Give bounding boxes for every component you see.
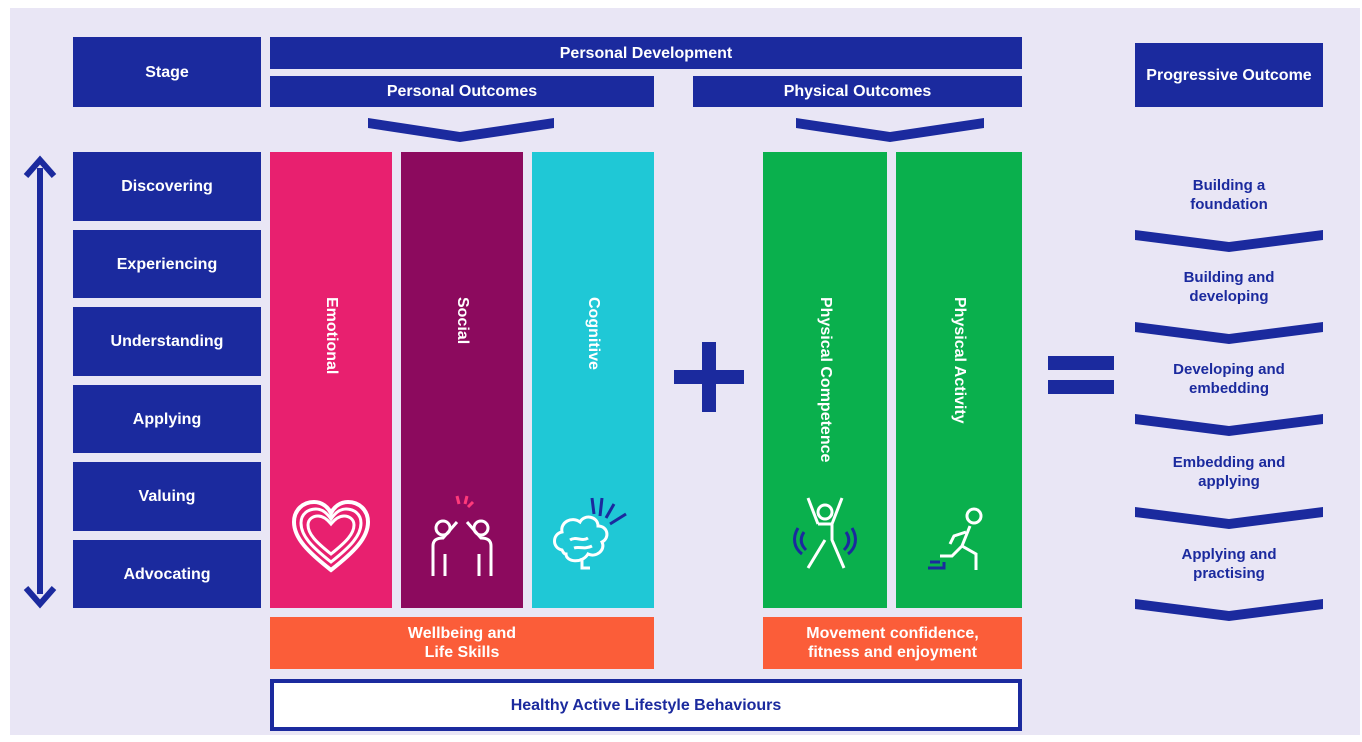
jumping-person-icon — [793, 497, 857, 569]
column-physical-competence: Physical Competence — [763, 152, 887, 608]
column-cognitive-label: Cognitive — [585, 297, 602, 370]
stage-discovering: Discovering — [73, 152, 261, 221]
progressive-chevron-2 — [1135, 322, 1323, 344]
stage-valuing: Valuing — [73, 462, 261, 531]
progressive-outcome-2: Building and developing — [1183, 269, 1275, 305]
column-cognitive: Cognitive — [532, 152, 654, 608]
column-emotional-label: Emotional — [323, 297, 340, 375]
stage-advocating: Advocating — [73, 540, 261, 608]
column-emotional: Emotional — [270, 152, 392, 608]
physical-outcomes-header: Physical Outcomes — [693, 76, 1022, 107]
personal-development-header: Personal Development — [270, 37, 1022, 69]
healthy-lifestyle-bar: Healthy Active Lifestyle Behaviours — [270, 679, 1022, 731]
physical-chevron — [796, 118, 984, 142]
heart-icon — [291, 499, 371, 573]
stage-understanding: Understanding — [73, 307, 261, 376]
column-physical-activity: Physical Activity — [896, 152, 1022, 608]
personal-outcomes-header: Personal Outcomes — [270, 76, 654, 107]
progressive-outcome-header: Progressive Outcome — [1135, 43, 1323, 107]
movement-footer: Movement confidence, fitness and enjoyme… — [763, 617, 1022, 669]
stage-applying: Applying — [73, 385, 261, 453]
progressive-chevron-3 — [1135, 414, 1323, 436]
brain-icon — [553, 497, 627, 570]
column-social: Social — [401, 152, 523, 608]
progressive-chevron-4 — [1135, 507, 1323, 529]
wellbeing-footer: Wellbeing and Life Skills — [270, 617, 654, 669]
progressive-chevron-1 — [1135, 230, 1323, 252]
column-physical-competence-label: Physical Competence — [817, 297, 834, 463]
progressive-outcome-4: Embedding and applying — [1172, 454, 1286, 490]
progressive-outcome-5: Applying and practising — [1181, 546, 1277, 582]
high-five-icon — [431, 495, 493, 576]
progressive-chevron-5 — [1135, 599, 1323, 621]
progressive-outcome-3: Developing and embedding — [1173, 361, 1285, 397]
column-social-label: Social — [454, 297, 471, 345]
personal-chevron — [368, 118, 554, 142]
progressive-outcome-1: Building a foundation — [1190, 177, 1268, 213]
column-physical-activity-label: Physical Activity — [951, 297, 968, 424]
stage-experiencing: Experiencing — [73, 230, 261, 298]
running-stairs-icon — [928, 507, 983, 570]
stage-header: Stage — [73, 37, 261, 107]
